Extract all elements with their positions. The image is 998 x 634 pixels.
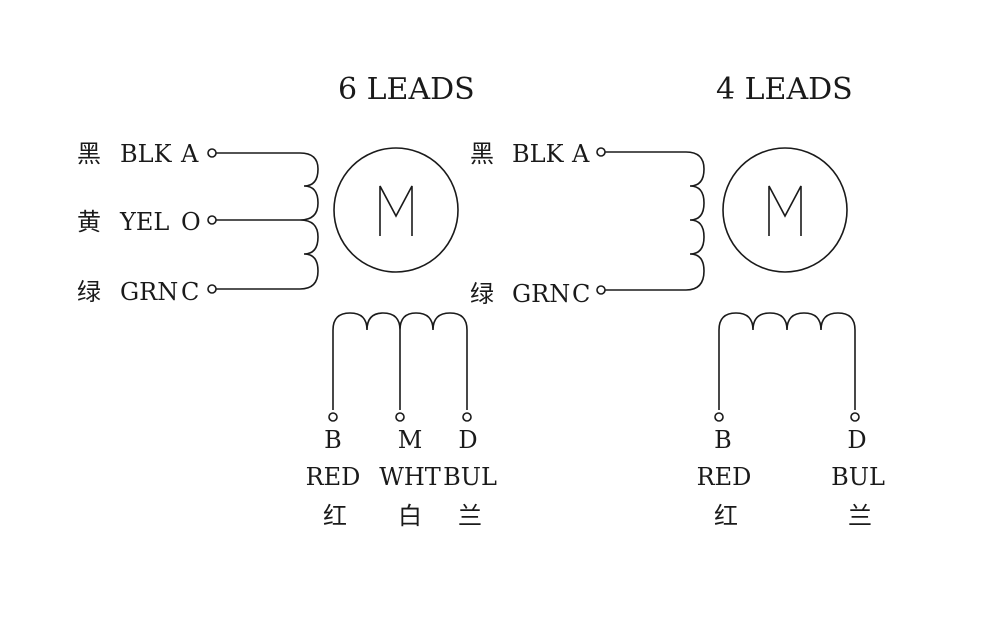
lead-o-cn-label: 黄: [77, 208, 101, 236]
lead-m-color-label: WHT: [379, 463, 441, 491]
terminal-b: [328, 412, 338, 422]
winding-coil-bd: [718, 312, 856, 410]
six-leads-lead-c: 绿 GRN C: [77, 278, 199, 306]
lead-d-color-label: BUL: [831, 463, 885, 491]
lead-b-letter-label: B: [714, 426, 732, 454]
lead-b-cn-label: 红: [323, 502, 347, 530]
winding-coil-aoc: [299, 152, 319, 290]
six-leads-lead-o: 黄 YEL O: [77, 208, 201, 236]
four-leads-title: 4 LEADS: [716, 72, 853, 107]
four-leads-lead-c: 绿 GRN C: [470, 280, 590, 308]
terminal-c: [596, 285, 606, 295]
terminal-b: [714, 412, 724, 422]
terminal-a: [596, 147, 606, 157]
lead-d-color-label: BUL: [443, 463, 497, 491]
lead-m-letter-label: M: [398, 426, 423, 454]
lead-m-cn-label: 白: [398, 502, 422, 530]
terminal-m: [395, 412, 405, 422]
six-leads-title: 6 LEADS: [338, 72, 475, 107]
lead-b-cn-label: 红: [714, 502, 738, 530]
terminal-d: [850, 412, 860, 422]
four-leads-lead-b: B RED 红: [697, 426, 752, 530]
lead-o-letter-label: O: [181, 208, 201, 236]
lead-a-color-label: BLK: [120, 140, 173, 168]
lead-c-cn-label: 绿: [77, 278, 101, 306]
lead-d-letter-label: D: [458, 426, 477, 454]
motor-circle: [722, 147, 848, 273]
motor-m-glyph: [768, 185, 802, 236]
four-leads-diagram: 4 LEADS 黑 BLK A 绿 GRN C B RED 红 D BUL: [470, 72, 885, 530]
lead-c-letter-label: C: [181, 278, 199, 306]
six-leads-diagram: 6 LEADS 黑 BLK A 黄 YEL O 绿 GRN C: [77, 72, 497, 530]
terminal-d: [462, 412, 472, 422]
four-leads-lead-a: 黑 BLK A: [470, 140, 590, 168]
lead-o-color-label: YEL: [119, 208, 169, 236]
lead-c-color-label: GRN: [120, 278, 178, 306]
lead-b-color-label: RED: [697, 463, 752, 491]
terminal-c: [207, 284, 217, 294]
lead-d-cn-label: 兰: [848, 502, 872, 530]
lead-a-color-label: BLK: [512, 140, 565, 168]
six-leads-lead-a: 黑 BLK A: [77, 140, 199, 168]
lead-a-letter-label: A: [571, 140, 590, 168]
terminal-a: [207, 148, 217, 158]
lead-a-letter-label: A: [180, 140, 199, 168]
winding-coil-ac: [685, 151, 705, 291]
lead-a-cn-label: 黑: [77, 140, 101, 168]
lead-c-cn-label: 绿: [470, 280, 494, 308]
motor-m-glyph: [379, 185, 413, 236]
six-leads-lead-m: M WHT 白: [379, 426, 441, 530]
four-leads-lead-d: D BUL 兰: [831, 426, 885, 530]
lead-b-color-label: RED: [306, 463, 361, 491]
terminal-o: [207, 215, 217, 225]
lead-a-cn-label: 黑: [470, 140, 494, 168]
lead-c-color-label: GRN: [512, 280, 570, 308]
lead-b-letter-label: B: [324, 426, 342, 454]
motor-circle: [333, 147, 459, 273]
lead-d-letter-label: D: [847, 426, 866, 454]
six-leads-lead-b: B RED 红: [306, 426, 361, 530]
lead-c-letter-label: C: [572, 280, 590, 308]
six-leads-lead-d: D BUL 兰: [443, 426, 497, 530]
lead-d-cn-label: 兰: [458, 502, 482, 530]
